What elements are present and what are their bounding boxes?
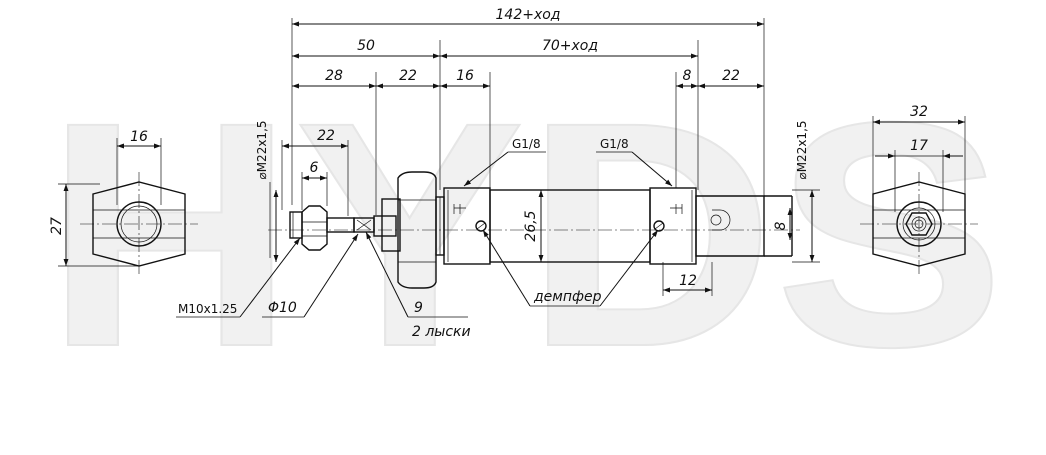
label-rod-thread: M10x1.25 xyxy=(178,302,237,316)
jam-nut xyxy=(301,205,328,251)
label-flats: 2 лыски xyxy=(412,324,471,340)
watermark: HYDS xyxy=(45,55,1005,413)
right-end-view: 32 17 xyxy=(860,104,978,276)
label-rod-diameter: Φ10 xyxy=(268,300,297,316)
dim-70: 70+ход xyxy=(542,38,598,54)
dim-32: 32 xyxy=(910,104,928,120)
dim-6: 6 xyxy=(310,160,319,176)
dim-overall: 142+ход xyxy=(496,7,561,23)
label-port-left: G1/8 xyxy=(512,137,541,151)
dim-22-thread: 22 xyxy=(317,128,335,144)
dim-22-a: 22 xyxy=(399,68,417,84)
label-damper: демпфер xyxy=(533,289,602,305)
dim-9: 9 xyxy=(414,300,423,316)
damper-screw-rear xyxy=(653,220,665,232)
dim-16-left: 16 xyxy=(130,129,148,145)
main-side-view: 142+ход 50 70+ход 28 22 16 8 22 ⌀M22x1,5… xyxy=(176,7,820,340)
dim-8-a: 8 xyxy=(683,68,692,84)
dim-17: 17 xyxy=(910,138,928,154)
dim-27: 27 xyxy=(49,217,65,235)
front-cap xyxy=(381,198,401,252)
dim-50: 50 xyxy=(357,38,375,54)
dim-16-a: 16 xyxy=(456,68,474,84)
label-thread-right: ⌀M22x1,5 xyxy=(795,120,809,179)
left-end-view: 16 27 xyxy=(49,129,198,276)
label-port-right: G1/8 xyxy=(600,137,629,151)
dim-26-5: 26,5 xyxy=(523,210,539,241)
dim-22-b: 22 xyxy=(722,68,740,84)
label-thread-left: ⌀M22x1,5 xyxy=(255,120,269,179)
dim-12: 12 xyxy=(679,273,697,289)
dim-8-slot: 8 xyxy=(773,221,789,230)
dim-28: 28 xyxy=(325,68,343,84)
damper-screw-front xyxy=(475,220,487,232)
